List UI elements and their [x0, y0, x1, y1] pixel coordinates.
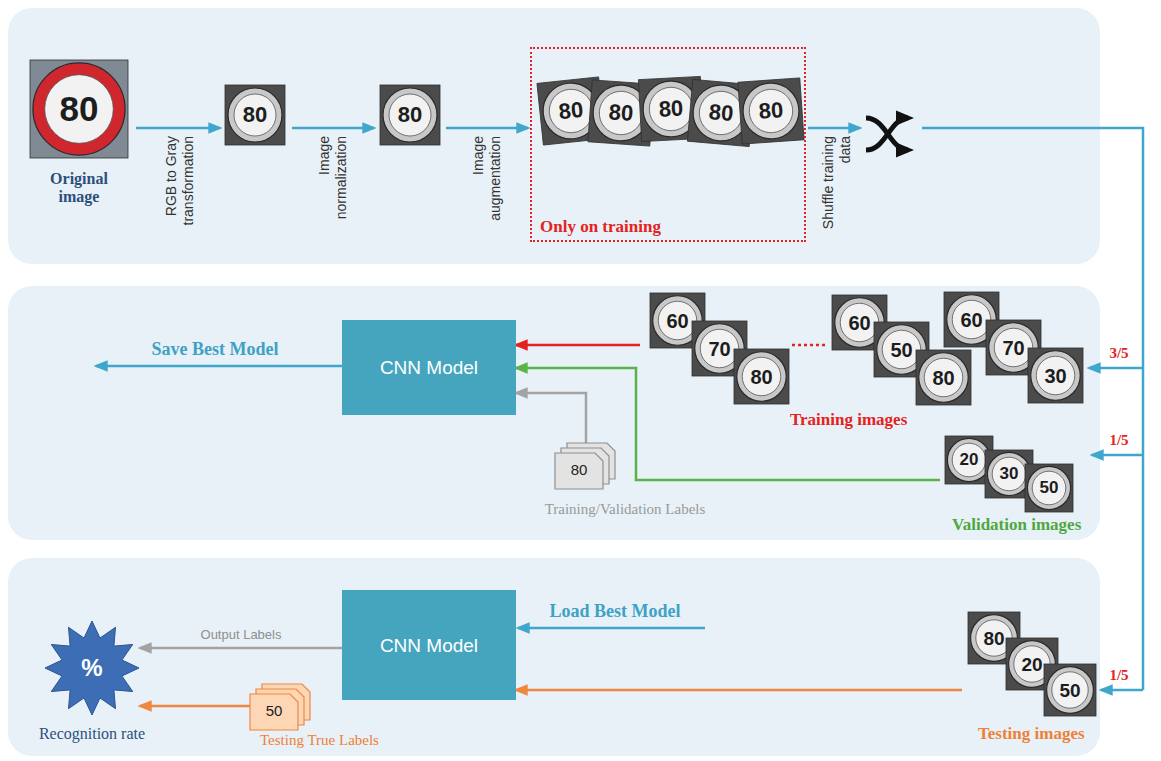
- image-group: Testing images: [962, 606, 1098, 746]
- sign-image: [225, 85, 285, 145]
- sign-number: 80: [640, 94, 701, 123]
- sign-number: 80: [590, 98, 652, 128]
- connector: [516, 368, 940, 480]
- connector-label: Output Labels: [176, 627, 306, 643]
- load-arrow: [518, 627, 705, 630]
- sign-number: 80: [49, 88, 109, 130]
- sign-number: 50: [872, 338, 932, 362]
- annotation: Load Best Model: [520, 600, 710, 622]
- connector: [140, 705, 250, 708]
- sign-number: 80: [380, 102, 440, 128]
- split-line: [922, 128, 1143, 690]
- label-stack: 80Training/Validation Labels: [555, 443, 617, 489]
- sign-number: 60: [830, 311, 890, 335]
- connector: [516, 393, 586, 443]
- node-text: Training images: [790, 410, 940, 429]
- connector: [516, 344, 640, 347]
- shuffle-arrow: [866, 118, 908, 150]
- page: [250, 694, 298, 730]
- photo-frame: [738, 78, 804, 144]
- sign-number: 30: [979, 464, 1039, 484]
- flow-arrow: [292, 127, 374, 130]
- panel: [8, 286, 1100, 540]
- sign-images: [30, 60, 1096, 716]
- connector: [516, 689, 962, 692]
- sign-number: 70: [984, 336, 1044, 360]
- node-text: Recognition rate: [22, 725, 162, 743]
- image-group: Training images: [640, 290, 1087, 430]
- sign-number: 60: [942, 308, 1002, 332]
- sign-number: 80: [225, 102, 285, 128]
- node-text: Testing images: [978, 724, 1098, 743]
- page: [555, 453, 603, 489]
- node-text: 80: [555, 461, 603, 479]
- node-text: CNN Model: [380, 356, 478, 379]
- annotation: Save Best Model: [110, 338, 320, 360]
- annotation: 1/5: [1098, 666, 1140, 684]
- node-text: Validation images: [952, 515, 1092, 534]
- sign-number: 80: [540, 95, 602, 127]
- node-text: Testing True Labels: [260, 732, 460, 749]
- flow-arrow: [808, 127, 860, 130]
- connector: [140, 647, 342, 650]
- sign-image: [30, 60, 128, 158]
- sign-face: [45, 75, 114, 144]
- image-group: Validation images: [940, 434, 1090, 534]
- sign-number: 80: [690, 97, 752, 128]
- label-stack: 50Testing True Labels: [250, 684, 312, 728]
- split-arrow: [1092, 454, 1143, 457]
- star: [45, 621, 139, 715]
- sign-number: 30: [1026, 364, 1086, 388]
- node-text: Original image: [34, 170, 124, 206]
- save-arrow: [96, 365, 342, 368]
- sign-image: [738, 78, 804, 144]
- shuffle-icon: [866, 118, 908, 150]
- split-arrow: [1089, 367, 1143, 370]
- sign-number: 20: [939, 450, 999, 470]
- node-text: Only on training: [540, 217, 760, 236]
- sign-number: 20: [1002, 653, 1062, 676]
- node-text: Training/Validation Labels: [525, 501, 725, 518]
- step-label: Shuffle training data: [820, 136, 854, 236]
- sign-number: 50: [1040, 679, 1100, 702]
- flow-arrow: [446, 127, 528, 130]
- annotation: 3/5: [1098, 344, 1140, 362]
- sign-number: 60: [648, 309, 708, 333]
- sign-number: 80: [964, 627, 1024, 650]
- node-text: %: [44, 655, 140, 681]
- sign-ring: [33, 63, 125, 155]
- result-star: %Recognition rate: [44, 622, 140, 714]
- node-text: 50: [250, 702, 298, 720]
- photo-frame: [30, 60, 128, 158]
- cnn-box: CNN Model: [342, 320, 516, 415]
- panel: [8, 558, 1100, 756]
- shuffle-arrow: [866, 118, 908, 150]
- sign-number: 80: [732, 365, 792, 389]
- sign-image: [380, 85, 440, 145]
- split-arrow: [1101, 689, 1143, 692]
- node-text: CNN Model: [380, 634, 478, 657]
- flow-arrow: [136, 127, 220, 130]
- augmentation-region: Only on training: [530, 47, 806, 242]
- panel: [8, 8, 1100, 264]
- cnn-box: CNN Model: [342, 590, 516, 700]
- step-label: RGB to Gray transformation: [163, 136, 197, 248]
- sign-number: 50: [1019, 478, 1079, 498]
- step-label: Image augmentation: [470, 136, 504, 248]
- sign-number: 80: [914, 366, 974, 390]
- sign-number: 80: [740, 96, 802, 126]
- photo-frame: [225, 85, 285, 145]
- dotted-link: [792, 344, 828, 347]
- step-label: Image normalization: [316, 136, 350, 248]
- sign-number: 70: [690, 337, 750, 361]
- annotation: 1/5: [1098, 431, 1140, 449]
- photo-frame: [380, 85, 440, 145]
